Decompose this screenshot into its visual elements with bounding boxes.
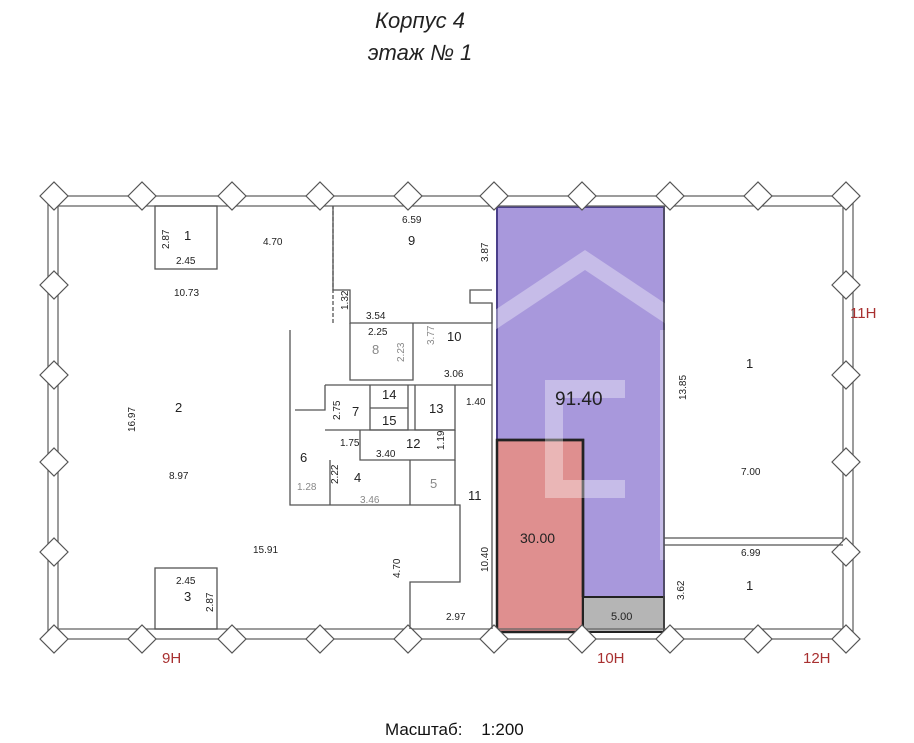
room-number: 10 [447, 329, 461, 344]
dimension-label: 2.25 [368, 327, 388, 338]
dimension-label: 1.19 [436, 430, 447, 450]
dimension-label: 3.06 [444, 369, 464, 380]
floor-title: этаж № 1 [367, 40, 473, 65]
dimension-label: 4.70 [263, 237, 283, 248]
dimension-label: 3.54 [366, 311, 386, 322]
room-number: 14 [382, 387, 396, 402]
dimension-label: 6.99 [741, 548, 761, 559]
gray-area-value: 5.00 [611, 611, 632, 623]
dimension-label: 3.46 [360, 495, 380, 506]
dimension-label: 15.91 [253, 545, 278, 556]
dimension-label: 1.32 [340, 290, 351, 310]
room-number: 9 [408, 233, 415, 248]
dimension-label: 6.59 [402, 215, 422, 226]
room-number: 2 [175, 400, 182, 415]
red-area-value: 30.00 [520, 530, 555, 546]
dimension-label: 2.45 [176, 576, 196, 587]
columns [39, 181, 861, 654]
dimension-label: 10.40 [480, 547, 491, 572]
room-number: 12 [406, 436, 420, 451]
room-number: 8 [372, 342, 379, 357]
building-title: Корпус 4 [375, 8, 465, 33]
dimension-label: 2.87 [161, 229, 172, 249]
room-number: 15 [382, 413, 396, 428]
dimension-label: 13.85 [678, 375, 689, 400]
room-number: 3 [184, 589, 191, 604]
room-number: 11 [468, 488, 482, 503]
purple-area-value: 91.40 [555, 389, 603, 410]
axis-label-11n: 11Н [850, 305, 876, 322]
room-number: 4 [354, 470, 361, 485]
scale-value: 1:200 [481, 720, 524, 739]
dimension-labels: 2.87 2.45 4.70 10.73 6.59 3.87 1.32 3.54… [127, 215, 761, 623]
dimension-label: 7.00 [741, 467, 761, 478]
room-number: 1 [746, 356, 753, 371]
room-number: 1 [746, 578, 753, 593]
dimension-label: 2.22 [330, 464, 341, 484]
dimension-label: 2.75 [332, 400, 343, 420]
dimension-label: 8.97 [169, 471, 189, 482]
room-number: 13 [429, 401, 443, 416]
dimension-label: 2.45 [176, 256, 196, 267]
axis-label-12n: 12Н [803, 650, 831, 667]
room-numbers: 1 2 3 4 5 6 7 8 9 10 11 12 13 14 15 1 1 [175, 228, 753, 604]
dimension-label: 16.97 [127, 407, 138, 432]
room-number: 6 [300, 450, 307, 465]
dimension-label: 2.87 [205, 592, 216, 612]
dimension-label: 10.73 [174, 288, 199, 299]
scale-caption: Масштаб: 1:200 [385, 720, 538, 740]
dimension-label: 1.75 [340, 438, 360, 449]
dimension-label: 1.28 [297, 482, 317, 493]
room-number: 7 [352, 404, 359, 419]
room-number: 5 [430, 476, 437, 491]
scale-label: Масштаб: [385, 720, 463, 739]
dimension-label: 3.77 [426, 325, 437, 345]
dimension-label: 2.23 [396, 342, 407, 362]
room-number: 1 [184, 228, 191, 243]
dimension-label: 3.62 [676, 580, 687, 600]
dimension-label: 2.97 [446, 612, 466, 623]
outer-walls [47, 195, 854, 640]
axis-label-10n: 10Н [597, 650, 625, 667]
dimension-label: 3.40 [376, 449, 396, 460]
interior-walls [154, 205, 843, 630]
dimension-label: 4.70 [392, 558, 403, 578]
dimension-label: 3.87 [480, 242, 491, 262]
axis-label-9n: 9Н [162, 650, 181, 667]
dimension-label: 1.40 [466, 397, 486, 408]
